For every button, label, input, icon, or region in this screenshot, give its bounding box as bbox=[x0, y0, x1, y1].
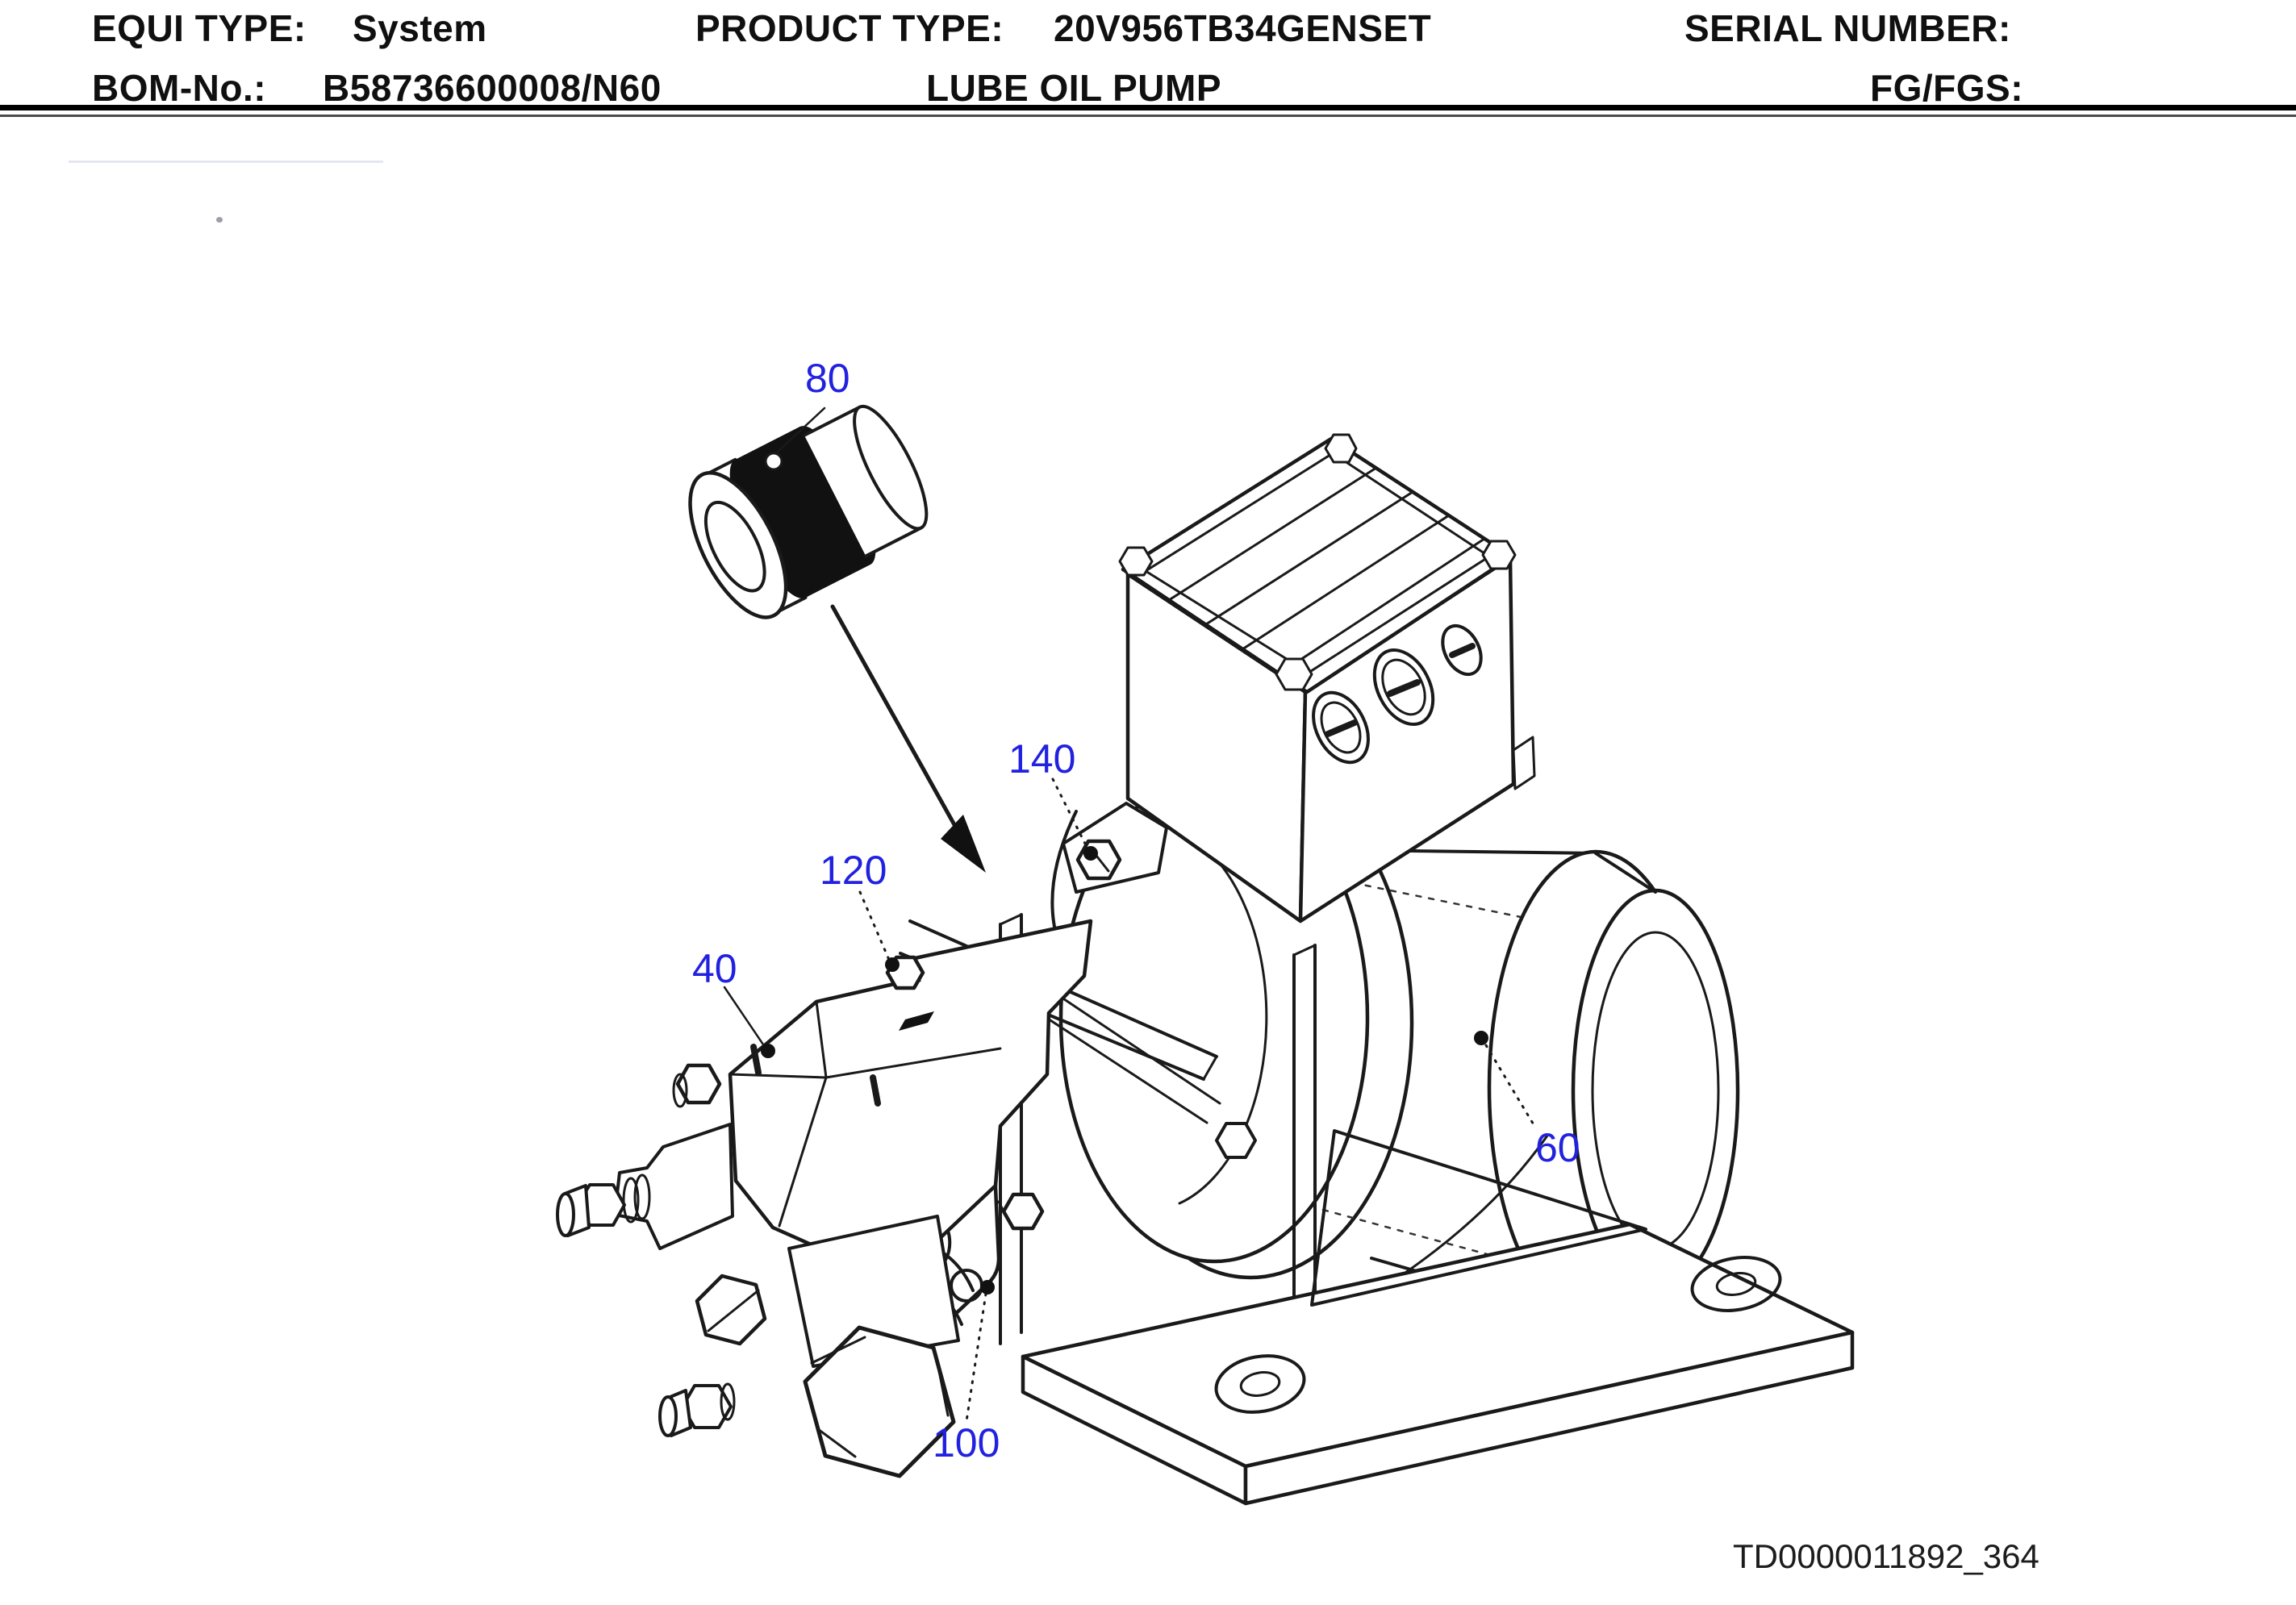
header-rule bbox=[0, 105, 2296, 110]
pump-bolt-icon bbox=[675, 1063, 722, 1105]
fg-fgs-label: FG/FGS: bbox=[1870, 67, 2024, 109]
fitting-hex-icon bbox=[681, 1384, 733, 1429]
assembly-arrow-icon bbox=[830, 604, 986, 873]
cable-gland-icon bbox=[1441, 623, 1483, 677]
callout-140: 140 bbox=[1008, 736, 1076, 782]
header-rule-shadow bbox=[0, 115, 2296, 117]
page-title: LUBE OIL PUMP bbox=[926, 67, 1222, 109]
drawing-number: TD0000011892_364 bbox=[1733, 1537, 2039, 1575]
lid-bolt-icon bbox=[1324, 433, 1358, 464]
callout-120: 120 bbox=[820, 848, 887, 893]
bom-value: B58736600008/N60 bbox=[323, 67, 662, 109]
serial-number-label: SERIAL NUMBER: bbox=[1684, 7, 2011, 49]
lid-bolt-icon bbox=[1275, 657, 1313, 691]
scan-artifact-dot bbox=[216, 217, 223, 223]
callout-80-target-ring bbox=[764, 452, 783, 471]
hex-cap-icon bbox=[803, 1325, 956, 1478]
cable-gland-icon bbox=[1312, 690, 1370, 765]
callout-leaders bbox=[723, 406, 1536, 1423]
product-type-label: PRODUCT TYPE: bbox=[695, 7, 1004, 49]
base-slot-hole-icon bbox=[1214, 1354, 1306, 1414]
lid-bolt-icon bbox=[1481, 540, 1517, 570]
callout-100: 100 bbox=[933, 1420, 1000, 1465]
product-type-value: 20V956TB34GENSET bbox=[1054, 7, 1432, 49]
motor-bolt-icon bbox=[1215, 1122, 1257, 1159]
scan-artifact-line bbox=[69, 160, 383, 163]
cable-gland-icon bbox=[1372, 648, 1435, 727]
equi-type-label: EQUI TYPE: bbox=[92, 7, 307, 49]
lid-bolt-icon bbox=[1118, 546, 1154, 577]
equi-type-value: System bbox=[353, 7, 487, 49]
callout-60: 60 bbox=[1535, 1125, 1580, 1170]
bom-label: BOM-No.: bbox=[92, 67, 267, 109]
coupling-part bbox=[688, 404, 929, 619]
terminal-box bbox=[1118, 433, 1536, 923]
base-slot-hole-icon bbox=[1690, 1256, 1782, 1312]
flange-bolt-icon bbox=[1001, 1192, 1045, 1231]
fitting-nut-icon bbox=[695, 1274, 767, 1346]
mounting-bracket-base bbox=[999, 913, 1855, 1506]
pump-fittings bbox=[556, 1123, 960, 1478]
callout-80: 80 bbox=[805, 356, 850, 401]
pump-head bbox=[672, 919, 1093, 1262]
callout-40: 40 bbox=[692, 946, 737, 991]
